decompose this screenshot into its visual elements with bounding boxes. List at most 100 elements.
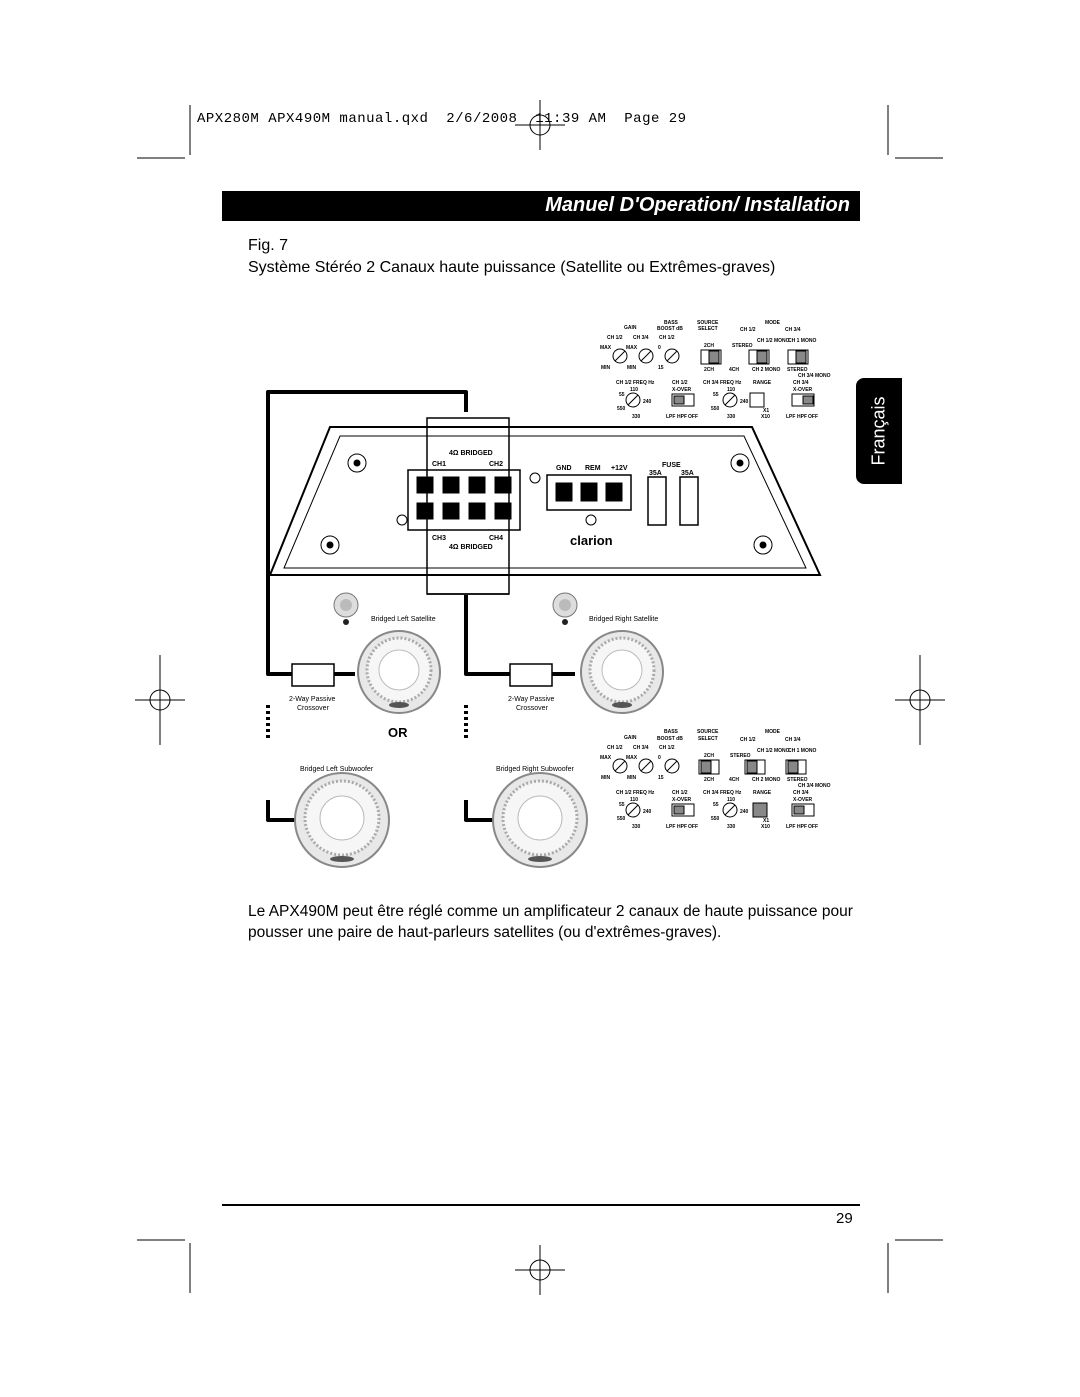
ch1-mono-label-b: CH 1 MONO — [788, 748, 816, 754]
gain-ch12-label-b: CH 1/2 — [607, 745, 623, 751]
mode-ch12-label-b: CH 1/2 — [740, 737, 756, 743]
figure-caption: Système Stéréo 2 Canaux haute puissance … — [248, 259, 776, 276]
xover-ch34-label: CH 3/4 — [793, 380, 809, 386]
hpf-label-2: HPF — [797, 414, 807, 420]
f330-label: 330 — [632, 414, 641, 420]
f550-label-b: 550 — [617, 816, 626, 822]
ch2-mono-label: CH 2 MONO — [752, 367, 780, 373]
registration-target-right — [895, 689, 945, 711]
ch12-freq-label-b: CH 1/2 FREQ Hz — [616, 790, 655, 796]
xover-label-b: X-OVER — [672, 797, 692, 803]
right-satellite-label: Bridged Right Satellite — [589, 616, 658, 623]
fuse-b-label: 35A — [681, 470, 694, 477]
stereo-label: STEREO — [732, 343, 753, 349]
left-tweeter — [333, 592, 359, 625]
mode-ch34-label-b: CH 3/4 — [785, 737, 801, 743]
min-label-b2: MIN — [627, 775, 637, 781]
stereo-label-b: STEREO — [730, 753, 751, 759]
max-label-b: MAX — [600, 755, 612, 761]
control-panel-bottom — [612, 758, 815, 818]
registration-target-bottom — [515, 1245, 565, 1295]
body-paragraph: Le APX490M peut être réglé comme un ampl… — [248, 903, 853, 941]
lpf-label-2: LPF — [786, 414, 795, 420]
f330-label-b2: 330 — [727, 824, 736, 830]
registration-target-left — [135, 689, 185, 711]
zero-label-b: 0 — [658, 755, 661, 761]
fuse-a-label: 35A — [649, 470, 662, 477]
stereo-label-b2: STEREO — [787, 777, 808, 783]
slug-line: APX280M APX490M manual.qxd 2/6/2008 11:3… — [197, 111, 687, 127]
f55-label-b2: 55 — [713, 802, 719, 808]
min-label-b: MIN — [601, 775, 611, 781]
mode-ch34-label: CH 3/4 — [785, 327, 801, 333]
max-label-2: MAX — [626, 345, 638, 351]
right-crossover-label-2: Crossover — [516, 705, 549, 712]
bass-label-b: BASS — [664, 729, 679, 735]
v12-label: +12V — [611, 465, 628, 472]
x1-label: X1 — [763, 408, 769, 414]
right-crossover-box — [509, 663, 553, 687]
source-label: SOURCE — [697, 320, 719, 326]
max-label-b2: MAX — [626, 755, 638, 761]
mode-ch12-label: CH 1/2 — [740, 327, 756, 333]
ch34-freq-label-b: CH 3/4 FREQ Hz — [703, 790, 742, 796]
f110-label-b: 110 — [630, 797, 638, 803]
off-label-2: OFF — [808, 414, 818, 420]
ch3-label: CH3 — [432, 535, 446, 542]
mode-label: MODE — [765, 320, 781, 326]
off-label-b2: OFF — [808, 824, 818, 830]
ch4-label: CH4 — [489, 535, 503, 542]
or-label: OR — [388, 725, 408, 740]
xover-ch12-label: CH 1/2 — [672, 380, 688, 386]
boost-label: BOOST dB — [657, 326, 683, 332]
right-satellite-speaker — [580, 630, 664, 714]
zero-label: 0 — [658, 345, 661, 351]
f110-label: 110 — [630, 387, 638, 393]
f550-label-2: 550 — [711, 406, 720, 412]
max-label: MAX — [600, 345, 612, 351]
source-label-b: SOURCE — [697, 729, 719, 735]
fuse-label: FUSE — [662, 462, 681, 469]
gain-label: GAIN — [624, 325, 637, 331]
hpf-label-b: HPF — [677, 824, 687, 830]
ch12-mono-label: CH 1/2 MONO — [757, 338, 790, 344]
f55-label-b: 55 — [619, 802, 625, 808]
two-ch-label-b: 2CH — [704, 753, 714, 759]
f110-label-2: 110 — [727, 387, 735, 393]
lpf-label-b2: LPF — [786, 824, 795, 830]
left-satellite-speaker — [357, 630, 441, 714]
wiring — [266, 390, 575, 822]
select-label: SELECT — [698, 326, 718, 332]
lpf-label-b: LPF — [666, 824, 675, 830]
x10-label: X10 — [761, 414, 770, 420]
ch12-freq-label: CH 1/2 FREQ Hz — [616, 380, 655, 386]
mode-label-b: MODE — [765, 729, 781, 735]
ch34-mono-label-b: CH 3/4 MONO — [798, 783, 831, 789]
ch34-freq-label: CH 3/4 FREQ Hz — [703, 380, 742, 386]
f55-label-2: 55 — [713, 392, 719, 398]
hpf-label: HPF — [677, 414, 687, 420]
amplifier — [268, 426, 822, 576]
off-label: OFF — [688, 414, 698, 420]
bass-label: BASS — [664, 320, 679, 326]
bass-ch12-label-b: CH 1/2 — [659, 745, 675, 751]
right-subwoofer-label: Bridged Right Subwoofer — [496, 766, 574, 773]
off-label-b: OFF — [688, 824, 698, 830]
two-ch-label: 2CH — [704, 343, 714, 349]
ch2-label: CH2 — [489, 461, 503, 468]
control-panel-top — [612, 348, 815, 408]
left-satellite-label: Bridged Left Satellite — [371, 616, 436, 623]
language-tab-label: Français — [868, 396, 889, 466]
gnd-label: GND — [556, 465, 572, 472]
section-banner: Manuel D'Operation/ Installation — [222, 191, 860, 221]
x1-label-b: X1 — [763, 818, 769, 824]
range-label-b: RANGE — [753, 790, 772, 796]
left-subwoofer — [294, 772, 390, 868]
f550-label-b2: 550 — [711, 816, 720, 822]
f55-label: 55 — [619, 392, 625, 398]
f330-label-b: 330 — [632, 824, 641, 830]
language-tab: Français — [856, 378, 902, 484]
lpf-label: LPF — [666, 414, 675, 420]
f240-label: 240 — [643, 399, 652, 405]
